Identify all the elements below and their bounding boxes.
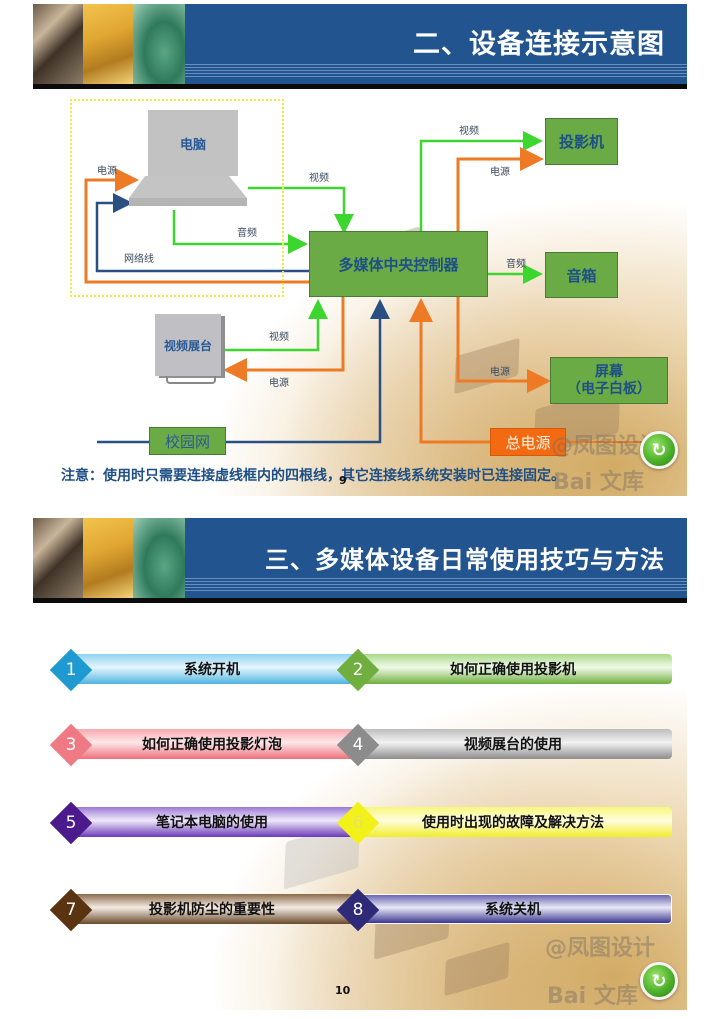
label-projector-video: 视频 [459,126,479,137]
menu-label: 如何正确使用投影灯泡 [142,737,282,753]
menu-item-5[interactable]: 笔记本电脑的使用 5 [49,801,359,845]
menu-label: 系统关机 [485,902,541,918]
projector-device: 投影机 [545,118,618,165]
campus-network-label: 校园网 [164,432,210,451]
refresh-button[interactable]: ↻ [640,962,678,1000]
speaker-device: 音箱 [545,252,618,298]
refresh-button[interactable]: ↻ [640,431,678,469]
header-underline [33,598,687,603]
slide-daily-usage-tips: 三、多媒体设备日常使用技巧与方法 系统开机 1 如何正确使用投影机 2 如何正确… [33,518,687,1010]
menu-item-2[interactable]: 如何正确使用投影机 2 [336,648,674,692]
menu-bar: 如何正确使用投影机 [354,654,672,684]
number-badge: 4 [336,723,380,767]
number-badge: 2 [336,648,380,692]
connection-diagram [84,131,673,444]
menu-bar: 使用时出现的故障及解决方法 [354,807,672,837]
header-photo-mouse [133,518,185,598]
menu-item-7[interactable]: 投影机防尘的重要性 7 [49,888,359,932]
laptop-label: 电脑 [179,137,206,153]
number-badge: 5 [49,801,93,845]
menu-item-3[interactable]: 如何正确使用投影灯泡 3 [49,723,359,767]
refresh-icon: ↻ [651,439,667,461]
laptop-device: 电脑 [148,110,238,176]
menu-item-6[interactable]: 使用时出现的故障及解决方法 6 [336,801,674,845]
menu-bar: 如何正确使用投影灯泡 [67,729,357,759]
page-number: 10 [335,984,351,997]
main-power-label: 总电源 [505,433,551,452]
menu-label: 如何正确使用投影机 [450,662,576,678]
number-badge: 8 [336,888,380,932]
menu-bar: 投影机防尘的重要性 [67,894,357,924]
header-stripes [185,578,687,592]
menu-bar: 笔记本电脑的使用 [67,807,357,837]
label-laptop-audio: 音频 [237,228,257,239]
refresh-icon: ↻ [651,970,667,992]
number-badge: 7 [49,888,93,932]
speaker-label: 音箱 [566,266,597,285]
menu-label: 投影机防尘的重要性 [149,902,275,918]
highlight-dashed-frame [70,99,284,297]
page-title: 三、多媒体设备日常使用技巧与方法 [265,546,665,574]
number-badge: 6 [336,801,380,845]
label-laptop-power: 电源 [97,166,117,177]
screen-device: 屏幕 （电子白板） [550,357,668,404]
watermark-baidu: Bai 文库 [553,470,644,495]
screen-label: 屏幕 [595,363,623,380]
menu-bar: 视频展台的使用 [354,729,672,759]
campus-network-node: 校园网 [149,427,226,455]
label-visualizer-power: 电源 [269,378,289,389]
menu-label: 视频展台的使用 [464,737,562,753]
watermark-fengtu: @凤图设计 [545,936,656,961]
visualizer-label: 视频展台 [163,338,212,353]
header-photo-gold [83,518,133,598]
header-stripes [185,64,687,78]
projector-label: 投影机 [558,133,604,151]
watermark-baidu: Bai 文库 [547,984,638,1009]
screen-sublabel: （电子白板） [567,380,651,397]
usage-note: 注意：使用时只需要连接虚线框内的四根线，其它连接线系统安装时已连接固定。 [61,468,565,484]
menu-bar: 系统关机 [354,894,672,924]
label-visualizer-video: 视频 [269,332,289,343]
header-photo-hand [33,4,83,84]
menu-item-1[interactable]: 系统开机 1 [49,648,359,692]
visualizer-stand [166,376,216,384]
slide-header: 二、设备连接示意图 [33,4,687,89]
label-laptop-video: 视频 [309,173,329,184]
slide-header: 三、多媒体设备日常使用技巧与方法 [33,518,687,603]
menu-item-8[interactable]: 系统关机 8 [336,888,674,932]
menu-item-4[interactable]: 视频展台的使用 4 [336,723,674,767]
number-badge: 1 [49,648,93,692]
controller-device: 多媒体中央控制器 [309,231,488,297]
menu-label: 笔记本电脑的使用 [156,815,268,831]
controller-label: 多媒体中央控制器 [338,255,459,274]
label-screen-power: 电源 [490,367,510,378]
page-number: 9 [339,474,347,487]
number-badge: 3 [49,723,93,767]
header-photo-mouse [133,4,185,84]
slide-device-connection: 二、设备连接示意图 [33,4,687,496]
label-laptop-network: 网络线 [124,254,154,265]
label-projector-power: 电源 [490,167,510,178]
menu-label: 系统开机 [184,662,240,678]
header-underline [33,84,687,89]
main-power-node: 总电源 [490,428,566,456]
menu-label: 使用时出现的故障及解决方法 [422,815,604,831]
header-photo-gold [83,4,133,84]
page-title: 二、设备连接示意图 [413,29,665,60]
label-speaker-audio: 音频 [506,259,526,270]
menu-bar: 系统开机 [67,654,357,684]
header-photo-hand [33,518,83,598]
visualizer-device: 视频展台 [155,314,221,376]
